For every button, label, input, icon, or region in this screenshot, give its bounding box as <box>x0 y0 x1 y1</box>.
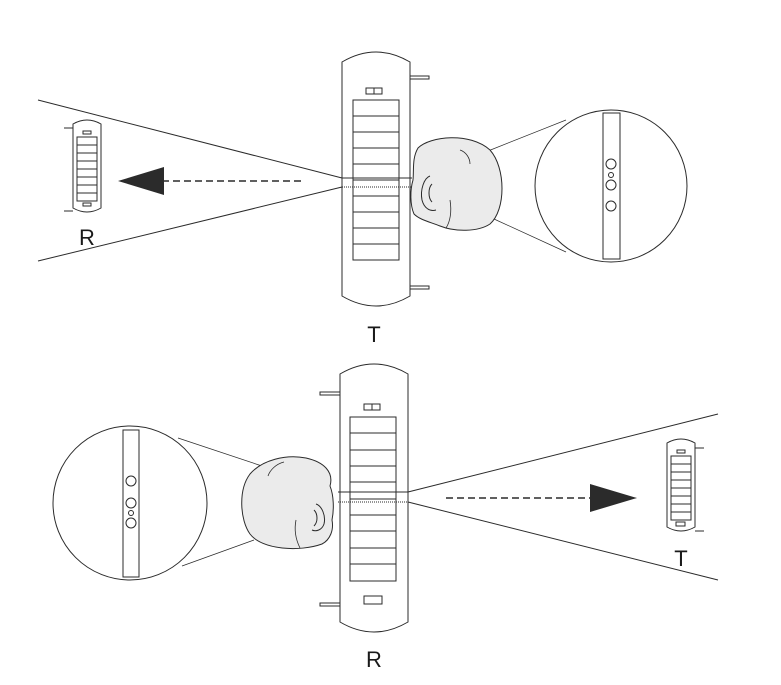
top-transmitter-bracket-lower <box>409 285 430 290</box>
top-transmitter-grid-lines <box>353 115 399 245</box>
bottom-receiver-lower-window <box>363 595 383 605</box>
bottom-beam-upper-line <box>407 413 719 493</box>
bottom-head-silhouette-icon <box>241 456 334 550</box>
bottom-receiver-housing <box>339 363 409 633</box>
top-transmitter-housing <box>341 51 411 307</box>
top-beam-lower-line <box>37 186 343 262</box>
top-receiver-label: R <box>79 225 95 250</box>
bottom-receiver-bracket-lower <box>319 602 341 607</box>
bottom-transmitter-label: T <box>674 546 687 571</box>
top-transmitter-label: T <box>367 322 380 347</box>
bottom-zoom-line-lower <box>181 539 255 567</box>
bottom-receiver-label: R <box>366 647 382 672</box>
bottom-transmitter-device <box>666 438 704 532</box>
bottom-panel <box>52 363 719 633</box>
top-beam-upper-line <box>37 99 343 179</box>
top-transmitter-bracket-upper <box>409 75 430 80</box>
bottom-receiver-grid-lines <box>350 432 396 565</box>
top-panel <box>37 51 688 307</box>
bottom-receiver-bracket-upper <box>319 391 341 396</box>
bottom-magnifier-circle-icon <box>52 425 208 581</box>
top-zoom-line-lower <box>493 218 567 253</box>
bottom-direction-arrow-icon <box>446 484 637 512</box>
top-receiver-device <box>64 119 102 213</box>
top-magnifier-circle-icon <box>534 109 688 263</box>
bottom-beam-lower-line <box>407 501 719 581</box>
bottom-zoom-line-upper <box>177 437 263 467</box>
top-zoom-line-upper <box>487 119 567 152</box>
top-head-silhouette-icon <box>410 137 503 231</box>
top-direction-arrow-icon <box>118 167 302 195</box>
